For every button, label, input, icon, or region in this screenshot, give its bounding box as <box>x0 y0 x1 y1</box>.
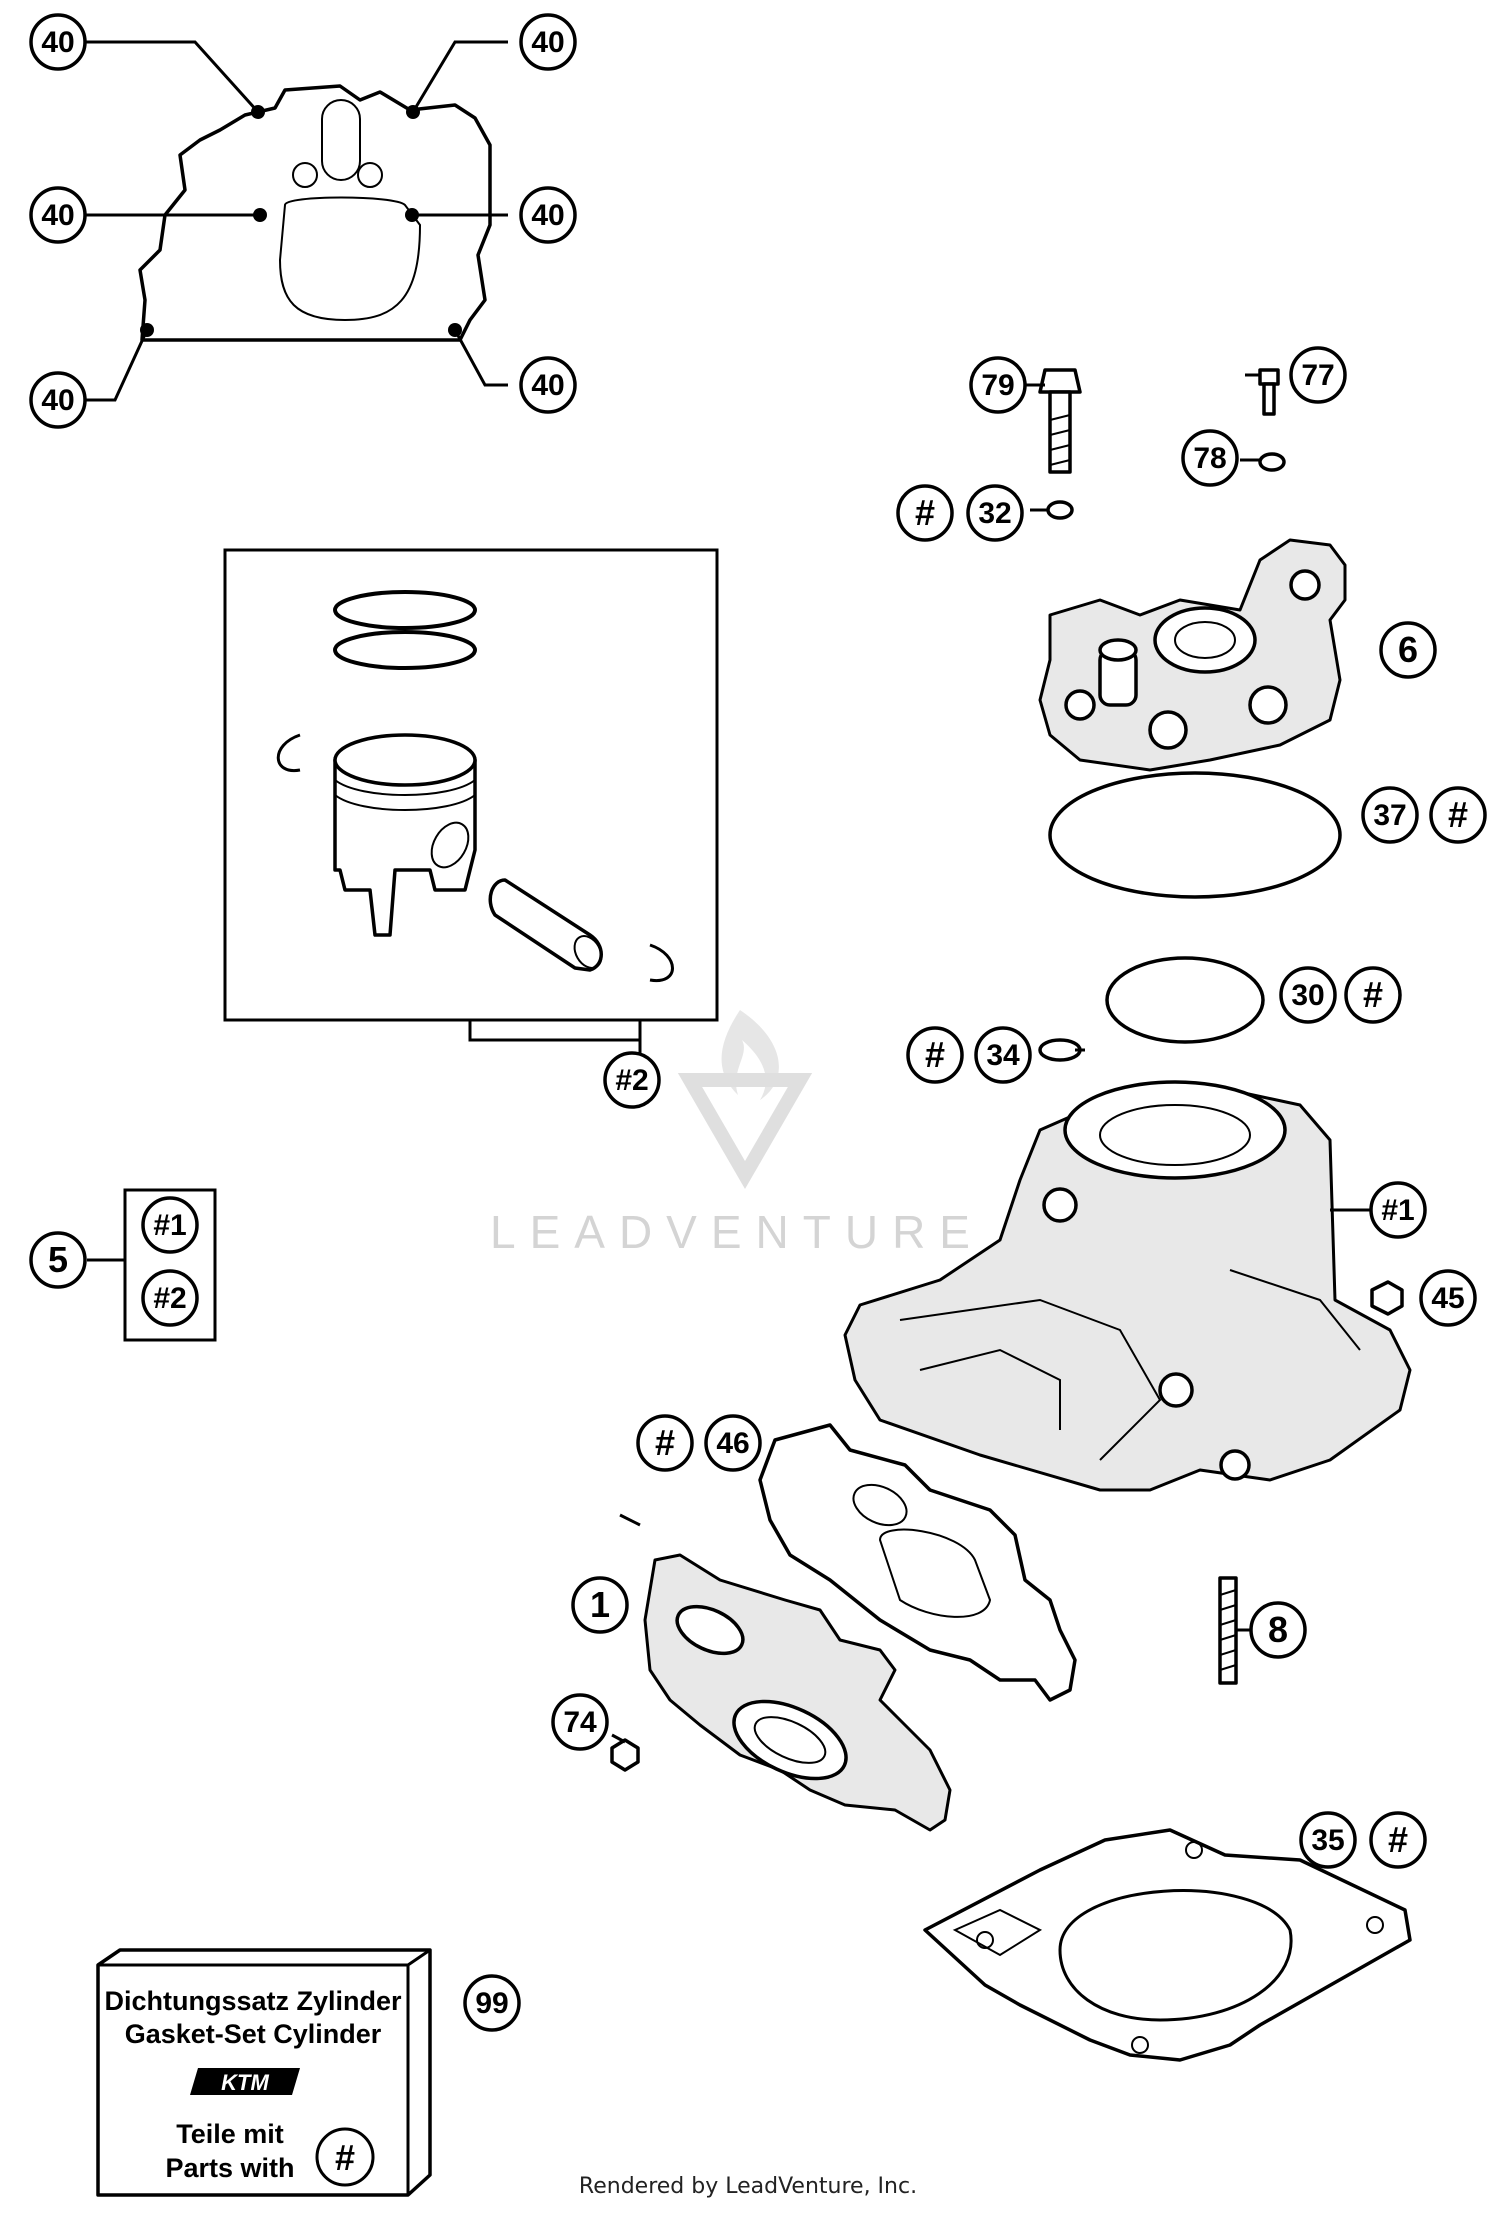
callout-46-label: 46 <box>716 1427 749 1460</box>
callout-74: 74 <box>551 1693 609 1751</box>
base-gasket <box>923 1828 1412 2062</box>
part-5-kit-box <box>87 1188 217 1342</box>
callout-40-mr: 40 <box>519 186 577 244</box>
callout-37: 37 <box>1361 786 1419 844</box>
callout-40-ml: 40 <box>29 186 87 244</box>
piston-kit-box <box>223 548 719 1060</box>
callout-35-hash: # <box>1369 1811 1427 1869</box>
callout-37-label: 37 <box>1373 799 1406 832</box>
callout-40-tr-label: 40 <box>531 26 564 59</box>
gasket-box-line4: Parts with <box>165 2153 294 2183</box>
callout-5-label: 5 <box>48 1239 68 1280</box>
callouts: 40 40 40 40 40 40 79 77 78 #32 6 37 #30 # #34 #2 #1 45 5 #1… <box>29 13 1487 2032</box>
callout-77-label: 77 <box>1301 359 1334 392</box>
callout-5-kit-2-label: #2 <box>153 1282 186 1315</box>
callout-piston-kit: #2 <box>603 1051 661 1109</box>
callout-79-label: 79 <box>981 369 1014 402</box>
callout-40-br: 40 <box>519 356 577 414</box>
callout-8-label: 8 <box>1268 1609 1288 1650</box>
gasket-box-line3: Teile mit <box>176 2119 284 2149</box>
callout-6-label: 6 <box>1398 629 1418 670</box>
svg-text:KTM: KTM <box>221 2070 269 2095</box>
callout-37-hash-label: # <box>1448 794 1468 835</box>
callout-46-hash-label: # <box>655 1422 675 1463</box>
callout-30-hash: # <box>1344 966 1402 1024</box>
callout-99-label: 99 <box>475 1987 508 2020</box>
callout-5-kit-1-label: #1 <box>153 1209 186 1242</box>
callout-40-bl-label: 40 <box>41 384 74 417</box>
callout-37-hash: # <box>1429 786 1487 844</box>
callout-40-ml-label: 40 <box>41 199 74 232</box>
callout-5-kit-1: #1 <box>141 1196 199 1254</box>
callout-77: 77 <box>1289 346 1347 404</box>
watermark-text: LEADVENTURE <box>490 1206 984 1258</box>
callout-79: 79 <box>969 356 1027 414</box>
callout-32-hash-label: # <box>915 492 935 533</box>
callout-32-hash: # <box>896 484 954 542</box>
intake-assembly <box>610 1423 1077 1832</box>
gasket-box-line2: Gasket-Set Cylinder <box>125 2019 382 2049</box>
callout-1: 1 <box>571 1576 629 1634</box>
gasket-box-line1: Dichtungssatz Zylinder <box>104 1986 402 2016</box>
cylinder-head-assembly <box>1025 368 1347 899</box>
callout-1-label: 1 <box>590 1584 610 1625</box>
leadventure-watermark: LEADVENTURE <box>490 1010 984 1258</box>
callout-78: 78 <box>1181 429 1239 487</box>
gasket-set-box: Dichtungssatz Zylinder Gasket-Set Cylind… <box>96 1948 432 2197</box>
callout-piston-kit-label: #2 <box>615 1064 648 1097</box>
callout-40-br-label: 40 <box>531 369 564 402</box>
callout-34-label: 34 <box>986 1039 1020 1072</box>
ktm-logo: KTM <box>190 2068 300 2095</box>
callout-35: 35 <box>1299 1811 1357 1869</box>
callout-35-label: 35 <box>1311 1824 1344 1857</box>
callout-40-tr: 40 <box>519 13 577 71</box>
callout-40-tl-label: 40 <box>41 26 74 59</box>
callout-cylinder: #1 <box>1369 1181 1427 1239</box>
callout-30-label: 30 <box>1291 979 1324 1012</box>
top-gasket-assembly <box>82 40 508 402</box>
callout-99: 99 <box>463 1974 521 2032</box>
callout-46: 46 <box>704 1414 762 1472</box>
callout-45: 45 <box>1419 1269 1477 1327</box>
callout-45-label: 45 <box>1431 1282 1464 1315</box>
callout-74-label: 74 <box>563 1706 597 1739</box>
callout-30-hash-label: # <box>1363 974 1383 1015</box>
callout-35-hash-label: # <box>1388 1819 1408 1860</box>
callout-34: 34 <box>974 1026 1032 1084</box>
callout-5-kit-2: #2 <box>141 1269 199 1327</box>
callout-30: 30 <box>1279 966 1337 1024</box>
callout-46-hash: # <box>636 1414 694 1472</box>
callout-5: 5 <box>29 1231 87 1289</box>
gasket-box-symbol: # <box>335 2137 355 2178</box>
cylinder-assembly <box>843 956 1412 1685</box>
callout-40-bl: 40 <box>29 371 87 429</box>
callout-78-label: 78 <box>1193 442 1226 475</box>
callout-8: 8 <box>1249 1601 1307 1659</box>
callout-32-label: 32 <box>978 497 1011 530</box>
callout-34-hash: # <box>906 1026 964 1084</box>
callout-40-tl: 40 <box>29 13 87 71</box>
callout-6: 6 <box>1379 621 1437 679</box>
footer-credit: Rendered by LeadVenture, Inc. <box>579 2174 917 2199</box>
callout-cylinder-label: #1 <box>1381 1194 1414 1227</box>
callout-34-hash-label: # <box>925 1034 945 1075</box>
callout-40-mr-label: 40 <box>531 199 564 232</box>
callout-32: 32 <box>966 484 1024 542</box>
